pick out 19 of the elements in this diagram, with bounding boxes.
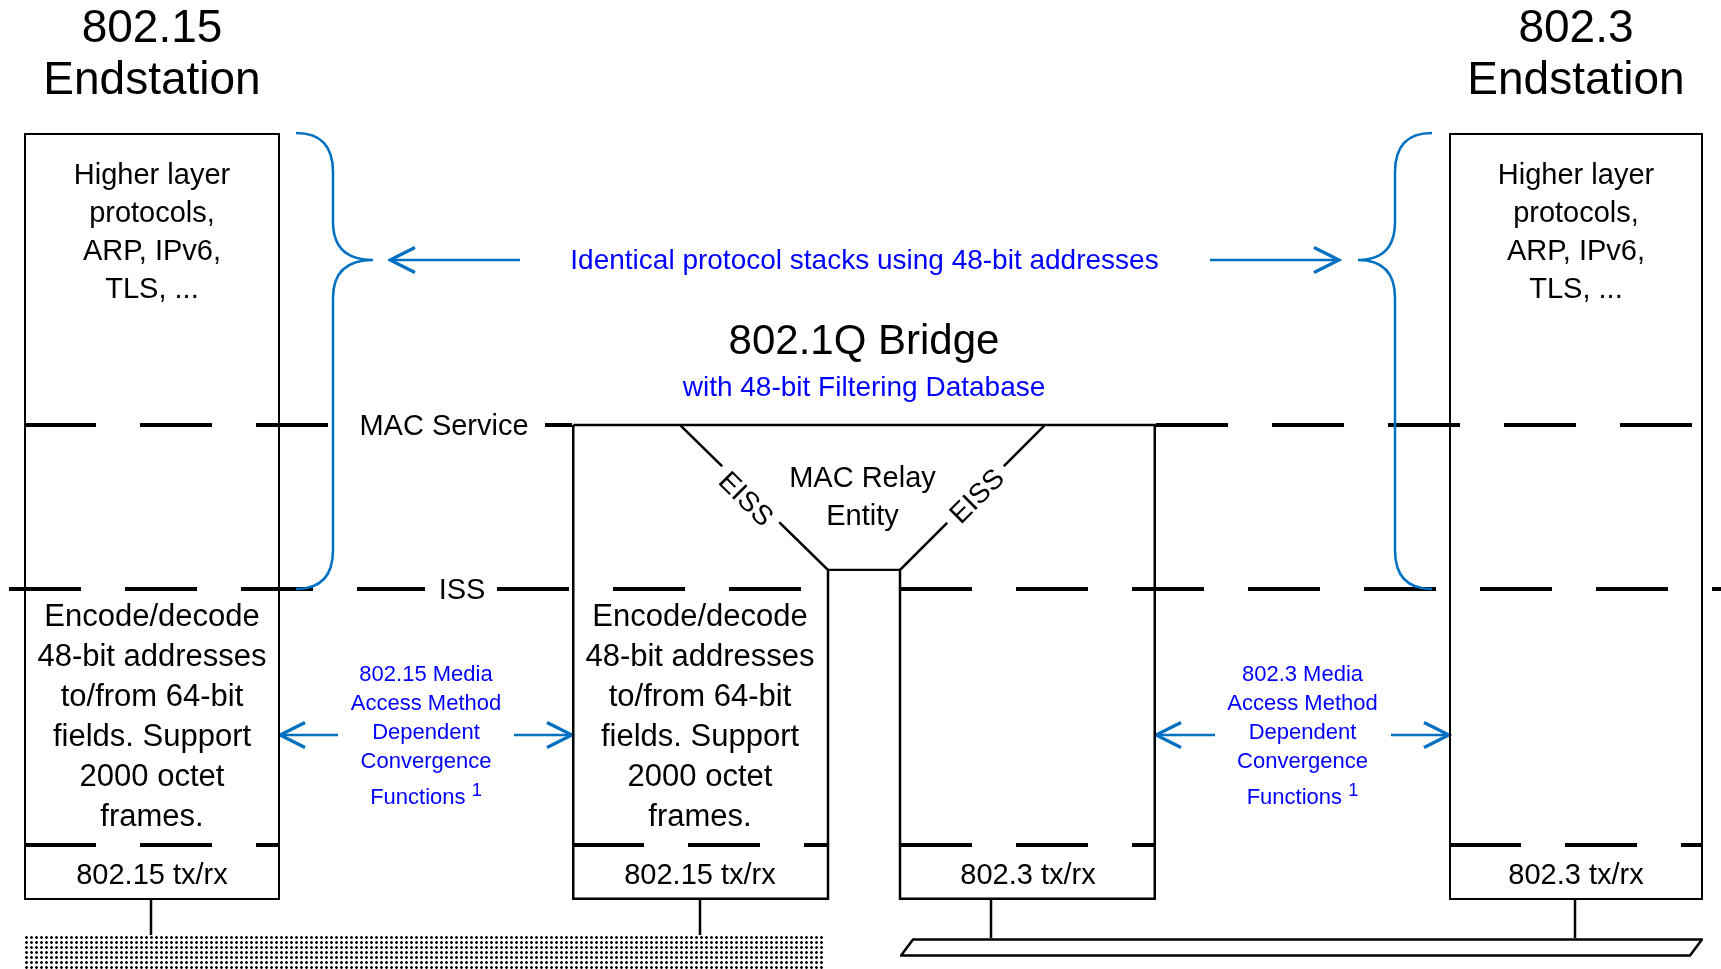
relay-entity-text: MAC Relay Entity: [788, 460, 937, 533]
transceiver-layer-text: 802.15 tx/rx: [24, 847, 280, 900]
protocol-layer-text: Higher layer protocols, ARP, IPv6, TLS, ...: [24, 155, 280, 405]
station-title: 802.3 Endstation: [1466, 0, 1686, 104]
link-line: [989, 900, 993, 938]
transceiver-layer-text: 802.3 tx/rx: [1449, 847, 1703, 900]
link-line: [149, 900, 153, 935]
station-title: 802.15 Endstation: [42, 0, 262, 104]
link-line: [698, 900, 702, 935]
protocol-layer-text: Higher layer protocols, ARP, IPv6, TLS, ...: [1449, 155, 1703, 405]
wireless-medium-band: [24, 935, 825, 969]
transceiver-layer-text: 802.3 tx/rx: [900, 847, 1156, 900]
transceiver-layer-text: 802.15 tx/rx: [572, 847, 828, 900]
bridge-subtitle: with 48-bit Filtering Database: [681, 370, 1047, 404]
bus-cable: [900, 938, 1703, 957]
protocol-layer-text: Encode/decode 48-bit addresses to/from 64-bit fields. Support 2000 octet frames.: [572, 596, 828, 841]
protocol-layer-text: Encode/decode 48-bit addresses to/from 64-bit fields. Support 2000 octet frames.: [24, 596, 280, 841]
bridge-title: 802.1Q Bridge: [727, 316, 1001, 364]
link-line: [1573, 900, 1577, 938]
